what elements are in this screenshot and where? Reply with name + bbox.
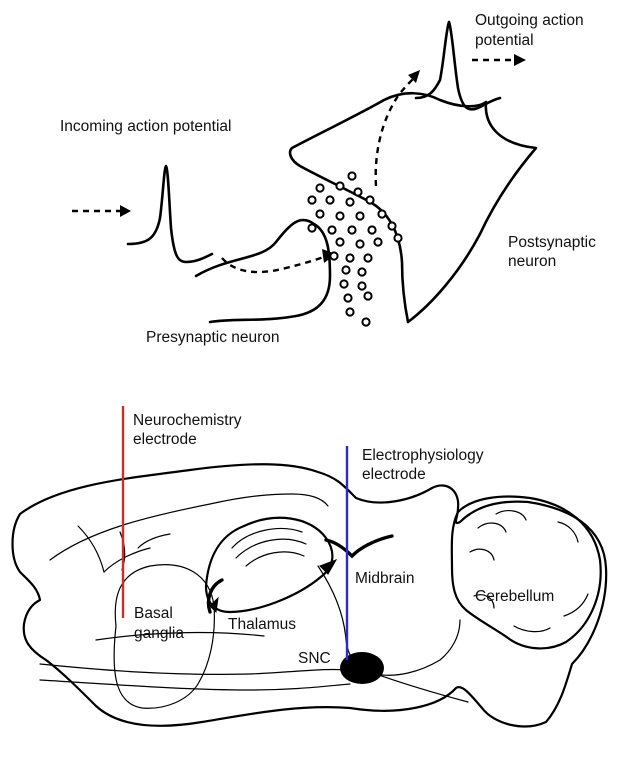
cerebellum-label: Cerebellum [475, 588, 554, 605]
neurochemistry-electrode-label-line2: electrode [133, 431, 197, 448]
presynaptic-neuron-label: Presynaptic neuron [146, 329, 280, 346]
neurochemistry-electrode-label-line1: Neurochemistry [133, 412, 242, 429]
electrophysiology-electrode-label-line2: electrode [362, 466, 426, 483]
outgoing-arrow [472, 54, 526, 66]
basal-ganglia-label-line1: Basal [134, 605, 173, 622]
incoming-arrow [72, 205, 131, 217]
postsynaptic-neuron-label-line1: Postsynaptic [508, 234, 596, 251]
postsynaptic-dashed-arrow [376, 70, 420, 186]
thalamus-label: Thalamus [228, 616, 296, 633]
hippocampus-streaks [232, 529, 306, 566]
postsynaptic-neuron-label-line2: neuron [508, 253, 556, 270]
thalamus-outline [206, 518, 332, 612]
snc-label: SNC [298, 650, 331, 667]
electrophysiology-electrode-label-line1: Electrophysiology [362, 447, 484, 464]
incoming-spike-waveform [128, 166, 212, 262]
midbrain-label: Midbrain [355, 570, 414, 587]
cortex-boundary [50, 494, 328, 560]
basal-ganglia-label-line2: ganglia [134, 625, 184, 642]
outgoing-action-potential-label-line1: Outgoing action [475, 12, 584, 29]
outgoing-action-potential-label-line2: potential [475, 32, 534, 49]
cerebellum-folia [470, 511, 588, 632]
incoming-action-potential-label: Incoming action potential [60, 118, 231, 135]
brain-panel: Neurochemistry electrode Electrophysiolo… [13, 406, 607, 726]
synapse-panel: Incoming action potential Outgoing actio… [60, 12, 596, 346]
brainstem-lower [376, 674, 468, 702]
postsynaptic-neuron [290, 93, 536, 322]
